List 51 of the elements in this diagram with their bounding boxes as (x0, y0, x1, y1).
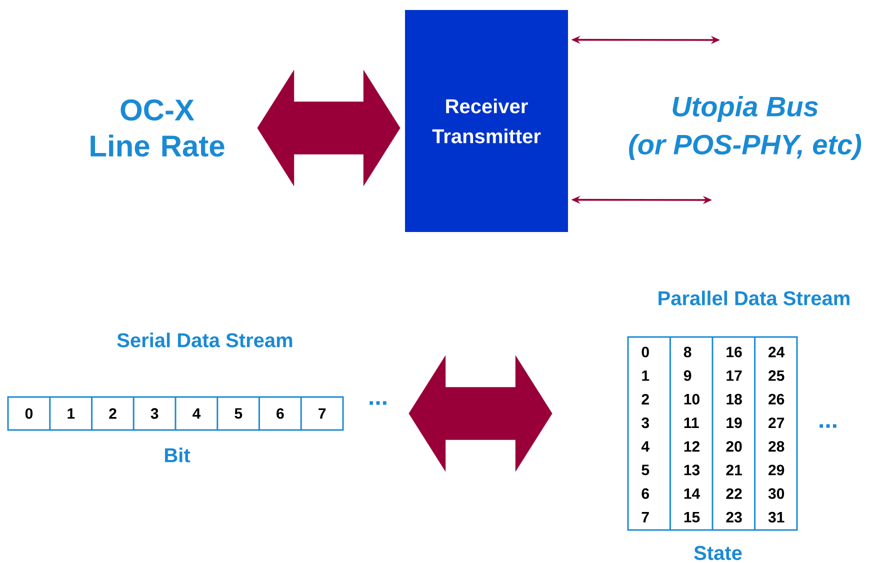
cell-number: 29 (768, 464, 784, 476)
cell-number: 8 (684, 346, 692, 358)
cell-number: 11 (684, 418, 699, 428)
cell-number: 16 (726, 346, 742, 358)
cell-number: 3 (150, 408, 158, 419)
cell-number: 18 (726, 394, 742, 404)
cell-number: 30 (768, 488, 784, 499)
cell-number: 26 (768, 394, 784, 404)
rate-text: OC-X Line Rate (90, 99, 224, 157)
cell-number: 25 (768, 370, 784, 381)
cell-number: 0 (25, 408, 33, 419)
cell-number: 9 (684, 370, 692, 381)
cell-number: 27 (768, 418, 784, 428)
cell-number: 2 (109, 408, 116, 419)
stream-heading: Parallel Data Stream (658, 290, 850, 306)
cell-number: 12 (684, 441, 700, 452)
cell-number: 5 (234, 408, 242, 419)
block-arrow (408, 355, 552, 472)
cell-number: 28 (768, 441, 784, 452)
axis-caption: State (694, 546, 742, 560)
cell-number: 6 (276, 408, 284, 419)
cell-number: 4 (192, 408, 201, 419)
ellipsis: ... (370, 401, 386, 405)
cell-number: 14 (684, 488, 700, 499)
transmitter-box: Receiver Transmitter (405, 10, 568, 232)
cell-number: 21 (726, 464, 742, 476)
cell-number: 4 (641, 441, 650, 452)
cell-number: 1 (642, 370, 650, 381)
ellipsis: ... (820, 424, 836, 428)
cell-number: 19 (726, 418, 742, 428)
cell-number: 24 (768, 346, 785, 358)
cell-number: 13 (684, 464, 700, 476)
cell-number: 10 (684, 394, 700, 404)
cell-number: 15 (684, 512, 700, 522)
axis-caption: Bit (165, 448, 190, 462)
cell-number: 2 (642, 394, 649, 404)
cell-number: 3 (642, 417, 649, 428)
cell-number: 0 (642, 346, 649, 358)
cell-number: 23 (726, 512, 742, 523)
cell-number: 20 (726, 441, 742, 452)
cell-number: 6 (642, 488, 649, 499)
stream-heading: Serial Data Stream (117, 332, 292, 348)
cell-number: 31 (768, 512, 784, 523)
cell-number: 1 (68, 408, 75, 419)
cell-number: 7 (318, 408, 326, 419)
cell-number: 7 (642, 512, 649, 522)
cell-number: 5 (642, 464, 650, 476)
cell-number: 17 (726, 370, 742, 381)
block-arrow (257, 70, 400, 186)
cell-number: 22 (726, 488, 742, 499)
bus-text: Utopia Bus (or POS-PHY, etc) (629, 96, 862, 160)
